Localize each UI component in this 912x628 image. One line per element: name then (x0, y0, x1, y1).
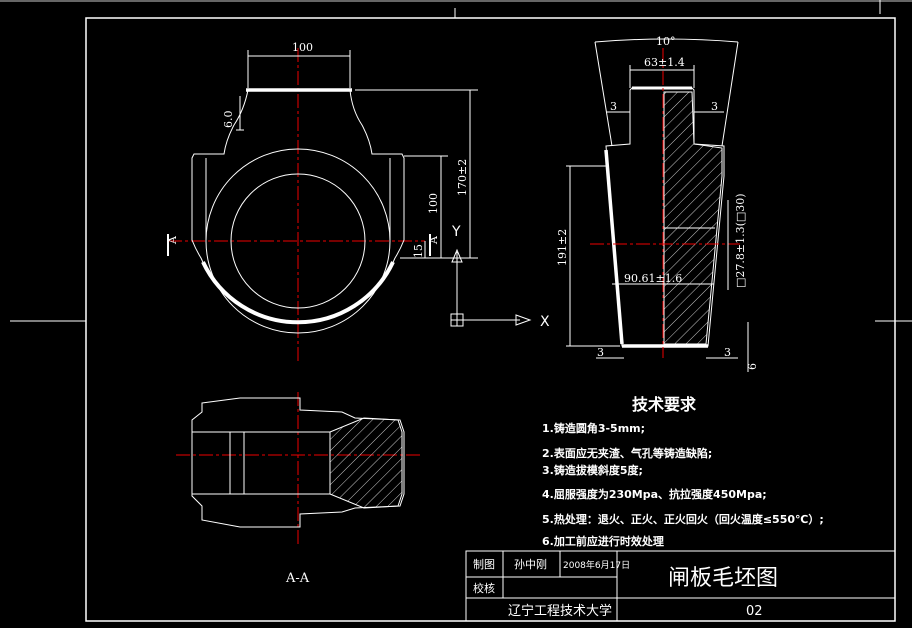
dim-bottom-height: 6 (746, 363, 759, 370)
title-block-text: 制图 孙中刚 2008年6月17日 校核 闸板毛坯图 辽宁工程技术大学 02 (473, 558, 778, 619)
side-view[interactable] (566, 38, 749, 372)
drawing-number: 02 (746, 604, 763, 619)
technical-requirements: 技术要求 1.铸造圆角3-5mm; 2.表面应无夹渣、气孔等铸造缺陷; 3.铸造… (542, 395, 824, 548)
dim-slot: □27.8±1.3(□30) (734, 193, 747, 288)
check-label: 校核 (473, 581, 495, 595)
dim-top: 63±1.4 (644, 56, 685, 69)
requirement-item: 6.加工前应进行时效处理 (542, 534, 664, 548)
front-view[interactable] (167, 48, 478, 362)
ucs-icon[interactable] (450, 248, 532, 327)
requirement-item: 3.铸造拔模斜度5度; (542, 463, 643, 477)
drawer-name: 孙中刚 (514, 558, 547, 571)
section-outline (191, 397, 405, 528)
dim-top-width: 100 (292, 41, 313, 54)
front-outer-circle (205, 148, 391, 334)
toolbar-strip (0, 0, 912, 14)
requirement-item: 2.表面应无夹渣、气孔等铸造缺陷; (542, 446, 712, 460)
front-view-labels: 100 6.0 170±2 100 15 A A (166, 41, 469, 258)
dim-small: 15 (412, 244, 425, 258)
dim-left-step-label: 3 (610, 100, 617, 113)
dim-height: 170±2 (456, 159, 469, 196)
front-bottom-arc (201, 261, 395, 325)
section-mark-right-label: A (427, 235, 440, 245)
section-view[interactable] (176, 392, 420, 545)
dim-inner: 100 (427, 193, 440, 214)
draw-label: 制图 (473, 558, 495, 571)
school-name: 辽宁工程技术大学 (508, 603, 612, 619)
side-outline (605, 87, 725, 347)
side-draft-right (721, 41, 739, 147)
dim-bottom-width: 90.61±1.6 (624, 272, 682, 285)
frame-center-ticks (10, 8, 912, 322)
ucs-y-label: Y (451, 224, 461, 240)
front-inner-circle (230, 173, 366, 309)
requirements-title: 技术要求 (632, 395, 697, 414)
requirement-item: 4.屈服强度为230Mpa、抗拉强度450Mpa; (542, 487, 767, 501)
side-view-labels: 10° 63±1.4 3 3 191±2 90.61±1.6 □27.8±1.3… (556, 35, 759, 370)
drawing-title: 闸板毛坯图 (668, 566, 778, 591)
dim-bottom-left: 3 (597, 346, 604, 359)
dim-side-height: 191±2 (556, 229, 569, 266)
section-hatch (329, 417, 403, 509)
dim-angle-arc (594, 38, 739, 43)
dim-bottom-right: 3 (724, 346, 731, 359)
draw-date: 2008年6月17日 (563, 559, 630, 571)
dim-lug: 6.0 (222, 111, 235, 129)
dim-angle: 10° (656, 35, 676, 48)
requirement-item: 5.热处理：退火、正火、正火回火（回火温度≤550℃）; (542, 512, 824, 526)
side-draft-left (594, 41, 613, 147)
requirement-item: 1.铸造圆角3-5mm; (542, 421, 645, 435)
ucs-x-label: X (540, 314, 550, 330)
dim-right-step-label: 3 (711, 100, 718, 113)
title-block[interactable] (465, 550, 896, 622)
section-view-label: A-A (285, 571, 310, 586)
section-mark-left-label: A (166, 235, 179, 245)
side-hatch (663, 91, 723, 345)
side-left-thick (604, 149, 624, 345)
